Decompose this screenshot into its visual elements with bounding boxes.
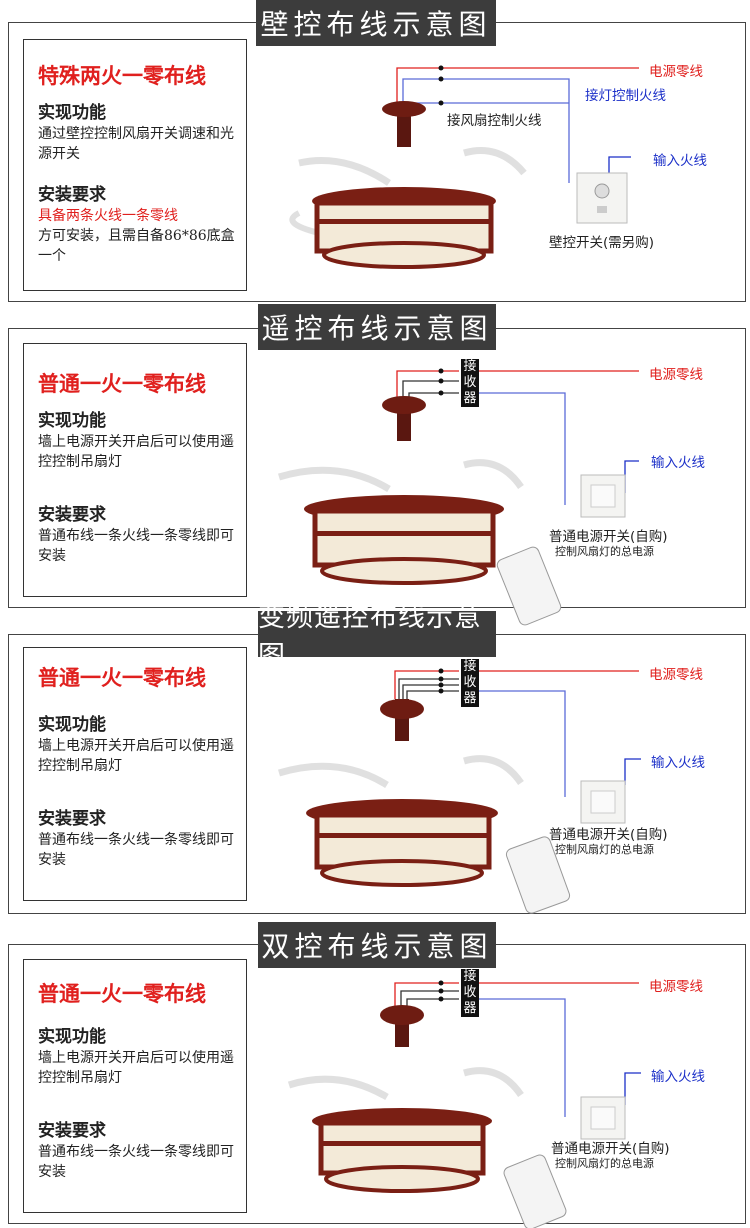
panel-remote-control: 普通一火一零布线 实现功能 墙上电源开关开启后可以使用遥控控制吊扇灯 安装要求 … (8, 328, 746, 626)
wall-switch-icon (576, 172, 628, 224)
panel-dual-control: 普通一火一零布线 实现功能 墙上电源开关开启后可以使用遥控控制吊扇灯 安装要求 … (8, 944, 746, 1228)
switch-label: 普通电源开关(自购) (549, 827, 668, 843)
function-text: 通过壁控控制风扇开关调速和光源开关 (38, 126, 234, 162)
switch-sublabel: 控制风扇灯的总电源 (555, 545, 654, 558)
panel-wall-control: 特殊两火一零布线 实现功能 通过壁控控制风扇开关调速和光源开关 安装要求 具备两… (8, 22, 746, 302)
remote-icon (503, 1154, 567, 1228)
wiring-svg (277, 668, 641, 914)
info-box: 普通一火一零布线 实现功能 墙上电源开关开启后可以使用遥控控制吊扇灯 安装要求 … (23, 959, 247, 1213)
receiver-box: 接收器 (461, 969, 479, 1017)
ceiling-fan-icon (277, 699, 524, 887)
neutral-wire-label: 电源零线 (649, 64, 703, 80)
switch-label: 壁控开关(需另购) (549, 235, 655, 251)
requirement-title: 安装要求 (38, 505, 106, 525)
receiver-box: 接收器 (461, 659, 479, 707)
ceiling-fan-icon (289, 101, 527, 269)
switch-sublabel: 控制风扇灯的总电源 (555, 843, 654, 856)
info-heading: 特殊两火一零布线 (38, 63, 206, 88)
neutral-wire-label: 电源零线 (649, 979, 703, 995)
info-heading: 普通一火一零布线 (38, 981, 206, 1006)
receiver-label: 接收器 (463, 359, 477, 406)
wiring-svg (289, 65, 639, 269)
wiring-diagram: 电源零线 接灯控制火线 接风扇控制火线 输入火线 壁控开关(需另购) (259, 23, 739, 301)
wiring-diagram: 接收器 电源零线 输入火线 普通电源开关(自购) 控制风扇灯的总电源 (259, 635, 739, 914)
wiring-diagram: 接收器 电源零线 输入火线 普通电源开关(自购) 控制风扇灯的总电源 (259, 329, 739, 626)
requirement-title: 安装要求 (38, 809, 106, 829)
panel-title: 双控布线示意图 (258, 922, 496, 968)
wiring-diagram: 接收器 电源零线 输入火线 普通电源开关(自购) 控制风扇灯的总电源 (259, 945, 739, 1228)
info-heading: 普通一火一零布线 (38, 665, 206, 690)
function-title: 实现功能 (38, 1027, 106, 1047)
fan-control-label: 接风扇控制火线 (447, 113, 542, 129)
function-title: 实现功能 (38, 103, 106, 123)
input-live-label: 输入火线 (653, 153, 707, 169)
input-live-label: 输入火线 (651, 1069, 705, 1085)
neutral-wire-label: 电源零线 (649, 367, 703, 383)
requirement-title: 安装要求 (38, 185, 106, 205)
panel-title: 壁控布线示意图 (256, 0, 496, 46)
ceiling-fan-icon (287, 1005, 524, 1193)
requirement-text: 普通布线一条火线一条零线即可安装 (38, 1144, 234, 1180)
ceiling-fan-icon (277, 396, 524, 585)
info-heading: 普通一火一零布线 (38, 371, 206, 396)
light-control-label: 接灯控制火线 (585, 88, 666, 104)
panel-title: 遥控布线示意图 (258, 304, 496, 350)
switch-label: 普通电源开关(自购) (549, 529, 668, 545)
light-switch-icon (580, 1096, 626, 1140)
info-box: 特殊两火一零布线 实现功能 通过壁控控制风扇开关调速和光源开关 安装要求 具备两… (23, 39, 247, 291)
remote-icon (505, 836, 571, 914)
function-title: 实现功能 (38, 715, 106, 735)
remote-icon (496, 546, 562, 626)
info-box: 普通一火一零布线 实现功能 墙上电源开关开启后可以使用遥控控制吊扇灯 安装要求 … (23, 343, 247, 597)
function-text: 墙上电源开关开启后可以使用遥控控制吊扇灯 (38, 1050, 234, 1086)
switch-label: 普通电源开关(自购) (551, 1141, 670, 1157)
wiring-svg (287, 980, 641, 1228)
receiver-label: 接收器 (463, 969, 477, 1016)
receiver-box: 接收器 (461, 359, 479, 407)
requirement-text: 普通布线一条火线一条零线即可安装 (38, 528, 234, 564)
function-text: 墙上电源开关开启后可以使用遥控控制吊扇灯 (38, 738, 234, 774)
light-switch-icon (580, 474, 626, 518)
requirement-text: 方可安装，且需自备86*86底盒一个 (38, 228, 235, 264)
switch-sublabel: 控制风扇灯的总电源 (555, 1157, 654, 1170)
requirement-text-highlight: 具备两条火线一条零线 (38, 208, 178, 224)
panel-inverter-remote: 普通一火一零布线 实现功能 墙上电源开关开启后可以使用遥控控制吊扇灯 安装要求 … (8, 634, 746, 914)
wiring-svg (277, 368, 639, 626)
function-text: 墙上电源开关开启后可以使用遥控控制吊扇灯 (38, 434, 234, 470)
receiver-label: 接收器 (463, 659, 477, 706)
info-box: 普通一火一零布线 实现功能 墙上电源开关开启后可以使用遥控控制吊扇灯 安装要求 … (23, 647, 247, 901)
light-switch-icon (580, 780, 626, 824)
input-live-label: 输入火线 (651, 455, 705, 471)
function-title: 实现功能 (38, 411, 106, 431)
input-live-label: 输入火线 (651, 755, 705, 771)
requirement-text: 普通布线一条火线一条零线即可安装 (38, 832, 234, 868)
panel-title: 变频遥控布线示意图 (258, 602, 496, 672)
requirement-title: 安装要求 (38, 1121, 106, 1141)
neutral-wire-label: 电源零线 (649, 667, 703, 683)
